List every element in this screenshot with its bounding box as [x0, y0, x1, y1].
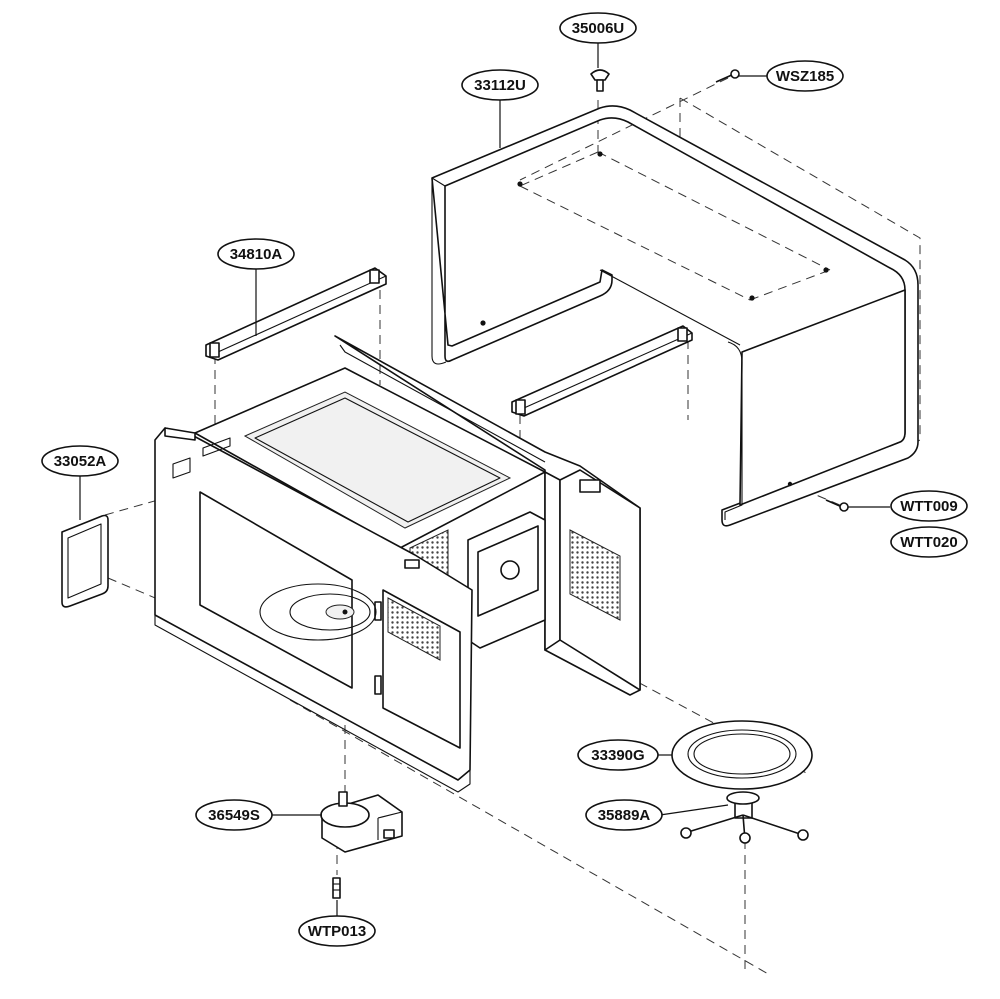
callout-wsz185: WSZ185	[766, 60, 844, 92]
callout-35006u: 35006U	[559, 12, 637, 44]
callout-wtt009: WTT009	[890, 490, 968, 522]
screw-wtt009	[825, 499, 849, 512]
callout-35889a: 35889A	[585, 799, 663, 831]
callout-33390g: 33390G	[577, 739, 659, 771]
bracket-34810a-left	[205, 267, 387, 361]
callout-label: 35889A	[598, 807, 651, 824]
callout-33112u: 33112U	[461, 69, 539, 101]
callout-wtt020: WTT020	[890, 526, 968, 558]
callout-wtp013: WTP013	[298, 915, 376, 947]
callout-label: 36549S	[208, 807, 260, 824]
callout-36549s: 36549S	[195, 799, 273, 831]
side-cover-33052a	[61, 514, 109, 608]
callout-label: WTT020	[900, 534, 958, 551]
callout-label: WTP013	[308, 923, 366, 940]
roller-ring-35889a	[680, 791, 809, 844]
callout-label: 35006U	[572, 20, 625, 37]
glass-tray-33390g	[671, 720, 813, 790]
callout-label: 33112U	[474, 77, 526, 94]
callout-34810a: 34810A	[217, 238, 295, 270]
bracket-right	[511, 325, 693, 417]
callout-label: 33390G	[591, 747, 644, 764]
outer-cabinet	[431, 105, 919, 527]
callout-label: 34810A	[230, 246, 283, 263]
screw-wsz185	[715, 69, 740, 83]
screw-wtp013	[332, 877, 341, 899]
callout-label: 33052A	[54, 453, 107, 470]
turntable-motor-36549s	[320, 791, 403, 853]
callout-33052a: 33052A	[41, 445, 119, 477]
top-fastener-35006u	[590, 69, 610, 92]
leader-lines	[79, 42, 890, 918]
main-chassis	[154, 335, 641, 793]
callout-label: WTT009	[900, 498, 958, 515]
callout-label: WSZ185	[776, 68, 834, 85]
